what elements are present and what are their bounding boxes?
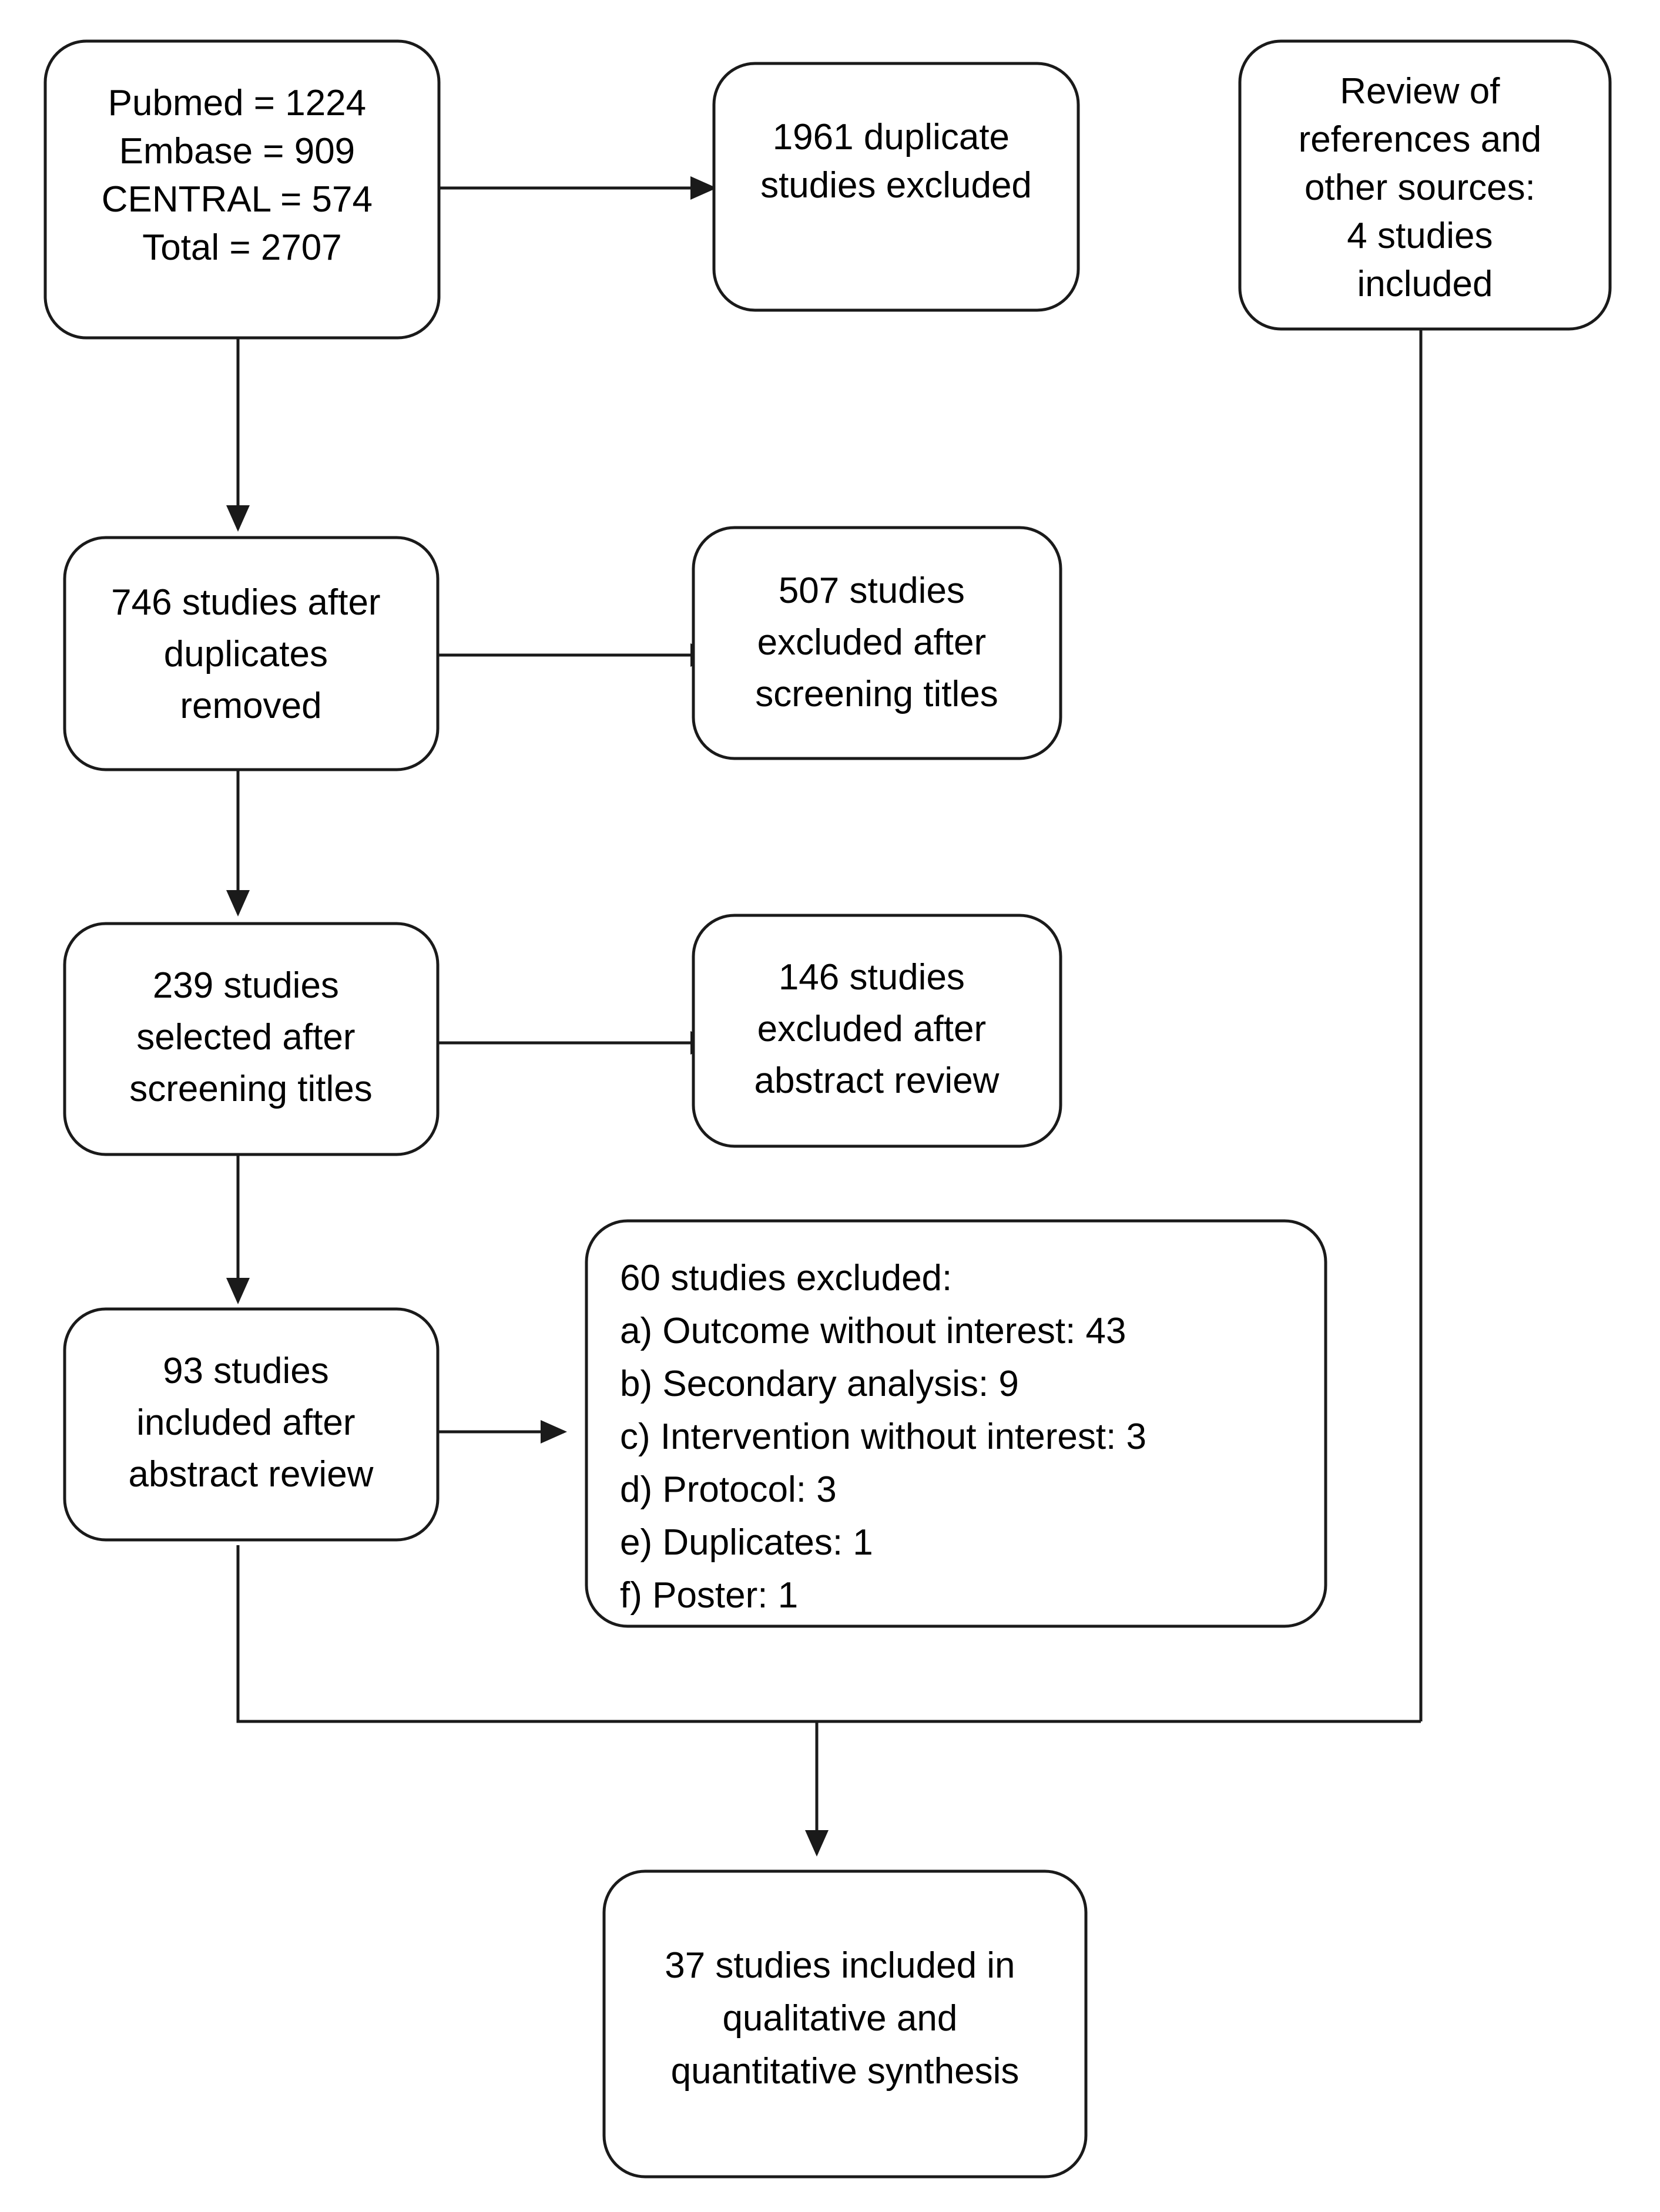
node-other-sources-included[interactable]: Review of references and other sources: …	[1238, 39, 1612, 331]
node-studies-included-in-synthesis-text: 37 studies included in qualitative and q…	[665, 1945, 1025, 2092]
node-full-text-exclusion-reasons[interactable]: 60 studies excluded: a) Outcome without …	[585, 1219, 1327, 1628]
node-studies-after-duplicates-removed[interactable]: 746 studies after duplicates removed	[63, 536, 440, 771]
node-studies-after-duplicates-removed-text: 746 studies after duplicates removed	[111, 582, 391, 726]
node-excluded-after-title-screening[interactable]: 507 studies excluded after screening tit…	[692, 526, 1062, 760]
node-excluded-after-abstract-review-text: 146 studies excluded after abstract revi…	[754, 957, 1000, 1101]
node-included-after-abstract-review-text: 93 studies included after abstract revie…	[129, 1351, 374, 1495]
node-studies-included-in-synthesis[interactable]: 37 studies included in qualitative and q…	[602, 1869, 1088, 2179]
connector-included-to-merge-bus	[236, 1545, 1421, 1723]
node-excluded-after-title-screening-box	[692, 526, 1062, 760]
node-excluded-after-abstract-review[interactable]: 146 studies excluded after abstract revi…	[692, 914, 1062, 1148]
node-included-after-abstract-review-box	[63, 1307, 440, 1542]
node-full-text-exclusion-reasons-box	[585, 1219, 1327, 1628]
node-other-sources-included-box	[1238, 39, 1612, 331]
node-excluded-after-title-screening-text: 507 studies excluded after screening tit…	[755, 570, 998, 714]
node-database-search-results-box	[43, 39, 441, 340]
node-studies-included-in-synthesis-box	[602, 1869, 1088, 2179]
node-excluded-after-abstract-review-box	[692, 914, 1062, 1148]
node-duplicate-studies-excluded-text: 1961 duplicate studies excluded	[760, 117, 1032, 206]
node-other-sources-included-text: Review of references and other sources: …	[1299, 71, 1552, 304]
node-included-after-abstract-review[interactable]: 93 studies included after abstract revie…	[63, 1307, 440, 1542]
node-studies-after-duplicates-removed-box	[63, 536, 440, 771]
node-selected-after-title-screening[interactable]: 239 studies selected after screening tit…	[63, 922, 440, 1156]
node-database-search-results[interactable]: Pubmed = 1224 Embase = 909 CENTRAL = 574…	[43, 39, 441, 340]
node-duplicate-studies-excluded[interactable]: 1961 duplicate studies excluded	[712, 62, 1080, 312]
node-full-text-exclusion-reasons-text: 60 studies excluded: a) Outcome without …	[620, 1258, 1156, 1616]
node-database-search-results-text: Pubmed = 1224 Embase = 909 CENTRAL = 574…	[102, 83, 383, 268]
node-duplicate-studies-excluded-box	[712, 62, 1080, 312]
node-selected-after-title-screening-text: 239 studies selected after screening tit…	[129, 965, 373, 1109]
node-selected-after-title-screening-box	[63, 922, 440, 1156]
